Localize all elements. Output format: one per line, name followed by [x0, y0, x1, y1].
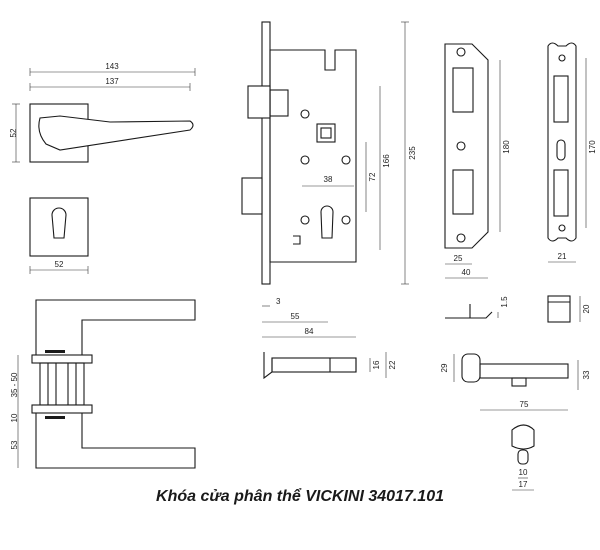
side-lever-bottom	[35, 412, 196, 469]
dim-72: 72	[368, 172, 377, 181]
dim-40: 40	[462, 268, 471, 277]
dim-16: 16	[372, 360, 381, 369]
escutcheon-square	[29, 197, 89, 257]
faceplate: 180 25 40	[444, 43, 511, 279]
cylinder: 29 33 75 10 17	[440, 353, 591, 491]
strike-outline	[547, 42, 577, 242]
dim-143: 143	[105, 62, 119, 71]
lever-handle	[38, 115, 194, 151]
dim-10: 10	[10, 413, 19, 422]
dim-170: 170	[588, 140, 597, 154]
dim-1-5: 1.5	[500, 296, 509, 308]
dim-3: 3	[276, 297, 281, 306]
dim-235: 235	[408, 146, 417, 160]
product-caption: Khóa cửa phân thể VICKINI 34017.101	[156, 488, 444, 505]
strike-lower-slot	[553, 169, 569, 217]
side-lever-top	[35, 299, 196, 356]
dim-166: 166	[382, 154, 391, 168]
dim-29: 29	[440, 363, 449, 372]
dim-52-width: 52	[55, 260, 64, 269]
dim-17: 17	[519, 480, 528, 489]
dim-33: 33	[582, 370, 591, 379]
dim-180: 180	[502, 140, 511, 154]
cylinder-knob	[461, 353, 481, 383]
dim-84: 84	[305, 327, 314, 336]
latch-bolt	[247, 85, 271, 119]
side-rosette-top	[31, 354, 93, 364]
side-spindle-body	[39, 362, 85, 406]
strike-box: 1.5 20	[445, 295, 591, 323]
strike-upper-slot	[553, 75, 569, 123]
dim-10-cyl: 10	[519, 468, 528, 477]
dim-38: 38	[324, 175, 333, 184]
lock-body: 38 72 166 235 3 55 84	[241, 21, 417, 338]
side-rosette-bottom	[31, 404, 93, 414]
faceplate-bolt-slot	[452, 169, 474, 215]
deadbolt	[241, 177, 263, 215]
spindle-hole	[316, 123, 336, 143]
lock-case	[269, 49, 357, 263]
strike-plate: 170 21	[547, 42, 597, 263]
cylinder-end-view	[511, 424, 535, 450]
faceplate-latch-slot	[452, 67, 474, 113]
lock-forend	[261, 21, 271, 285]
dim-52-height: 52	[9, 128, 18, 137]
cylinder-cutout	[320, 205, 334, 239]
dim-137: 137	[105, 77, 119, 86]
cylinder-body	[479, 363, 569, 379]
handle-front-view: 143 137 52 52	[9, 62, 196, 274]
faceplate-outline	[444, 43, 489, 249]
dim-21: 21	[558, 252, 567, 261]
dim-20: 20	[582, 304, 591, 313]
dim-75: 75	[520, 400, 529, 409]
dim-35-50: 35 - 50	[10, 372, 19, 397]
dim-53: 53	[10, 440, 19, 449]
latch-top-view: 16 22	[263, 352, 397, 380]
keyhole-icon	[51, 207, 67, 239]
dim-55: 55	[291, 312, 300, 321]
handle-side-view: 35 - 50 10 53	[10, 299, 196, 469]
dim-25: 25	[454, 254, 463, 263]
dim-22: 22	[388, 360, 397, 369]
strike-box-side	[547, 295, 571, 323]
